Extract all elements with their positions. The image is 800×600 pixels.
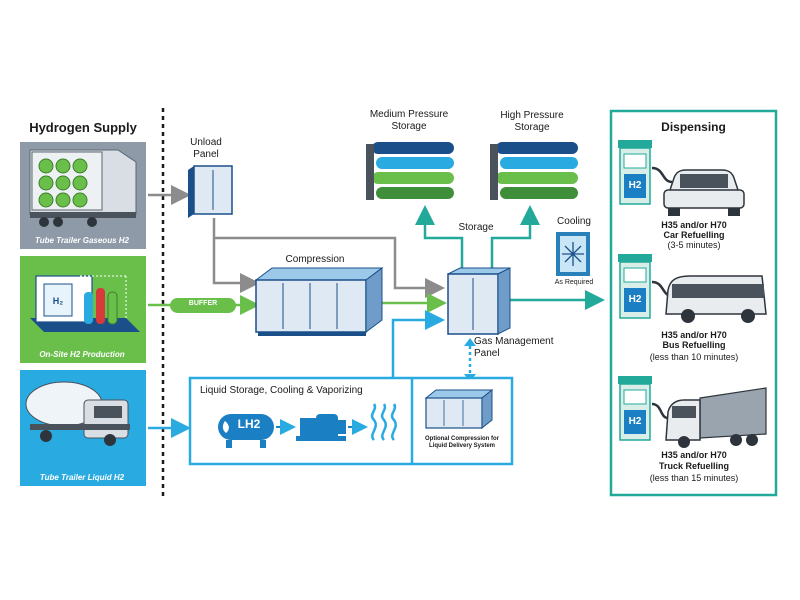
flow-liquid-to-gas-mgmt bbox=[391, 310, 445, 378]
car-h2-sign: H2 bbox=[628, 180, 642, 191]
tube-trailer-gaseous-panel bbox=[20, 142, 146, 249]
truck-time: (less than 15 minutes) bbox=[649, 473, 739, 483]
svg-text:H₂: H₂ bbox=[53, 296, 64, 306]
cooling-note: As Required bbox=[554, 279, 594, 286]
gas-management-cabinet bbox=[447, 267, 511, 335]
flow-unload-to-gas-mgmt bbox=[214, 236, 445, 298]
onsite-production-panel: H₂ bbox=[20, 256, 146, 363]
car-dispenser bbox=[618, 140, 673, 205]
tube-trailer-gaseous-caption: Tube Trailer Gaseous H2 bbox=[35, 236, 129, 245]
flow-unload-to-compression bbox=[212, 218, 260, 293]
lh2-tank-label: LH2 bbox=[237, 417, 261, 431]
optional-compression-unit bbox=[424, 388, 494, 430]
truck-grade: H35 and/or H70 bbox=[661, 450, 727, 460]
car-grade: H35 and/or H70 bbox=[661, 220, 727, 230]
bus-grade: H35 and/or H70 bbox=[661, 330, 727, 340]
truck-icon bbox=[665, 387, 767, 448]
dispensing-title: Dispensing bbox=[661, 120, 726, 134]
gas-management-label: Gas Management Panel bbox=[474, 336, 554, 359]
car-icon bbox=[663, 169, 745, 216]
vaporizer-icon bbox=[370, 403, 397, 441]
tube-trailer-liquid-caption: Tube Trailer Liquid H2 bbox=[39, 473, 125, 482]
unload-panel-label: Unload Panel bbox=[190, 137, 222, 160]
buffer-label: BUFFER bbox=[188, 300, 218, 307]
high-pressure-storage-bank bbox=[490, 142, 578, 200]
unload-panel-cabinet bbox=[188, 165, 233, 218]
lh2-tank bbox=[218, 414, 274, 448]
hydrogen-supply-title: Hydrogen Supply bbox=[29, 120, 137, 135]
buffer-tank bbox=[170, 298, 236, 313]
tube-trailer-liquid-panel bbox=[20, 370, 146, 486]
liquid-storage-title: Liquid Storage, Cooling & Vaporizing bbox=[200, 385, 363, 396]
bus-time: (less than 10 minutes) bbox=[649, 352, 739, 362]
compression-label: Compression bbox=[285, 254, 345, 265]
medium-pressure-storage-bank bbox=[366, 142, 454, 200]
medium-pressure-storage-label: Medium Pressure Storage bbox=[369, 109, 449, 132]
compression-unit bbox=[254, 267, 384, 336]
onsite-production-caption: On-Site H2 Production bbox=[39, 350, 125, 359]
cooling-unit bbox=[556, 232, 590, 276]
storage-label: Storage bbox=[458, 222, 494, 233]
truck-refuelling: Truck Refuelling bbox=[658, 461, 729, 471]
car-time: (3-5 minutes) bbox=[667, 240, 721, 250]
car-refuelling: Car Refuelling bbox=[663, 230, 725, 240]
flow-gas-mgmt-to-medium bbox=[415, 205, 464, 268]
pump-icon bbox=[296, 414, 346, 441]
cooling-label: Cooling bbox=[557, 216, 591, 227]
bus-refuelling: Bus Refuelling bbox=[662, 340, 726, 350]
truck-h2-sign: H2 bbox=[628, 416, 642, 427]
bus-h2-sign: H2 bbox=[628, 294, 642, 305]
high-pressure-storage-label: High Pressure Storage bbox=[500, 110, 564, 133]
flow-gas-mgmt-to-high bbox=[490, 205, 540, 268]
bus-icon bbox=[665, 275, 767, 323]
dotted-arrow-up bbox=[464, 338, 476, 346]
optional-compression-label: Optional Compression for Liquid Delivery… bbox=[424, 436, 499, 449]
truck-dispenser bbox=[618, 376, 669, 441]
